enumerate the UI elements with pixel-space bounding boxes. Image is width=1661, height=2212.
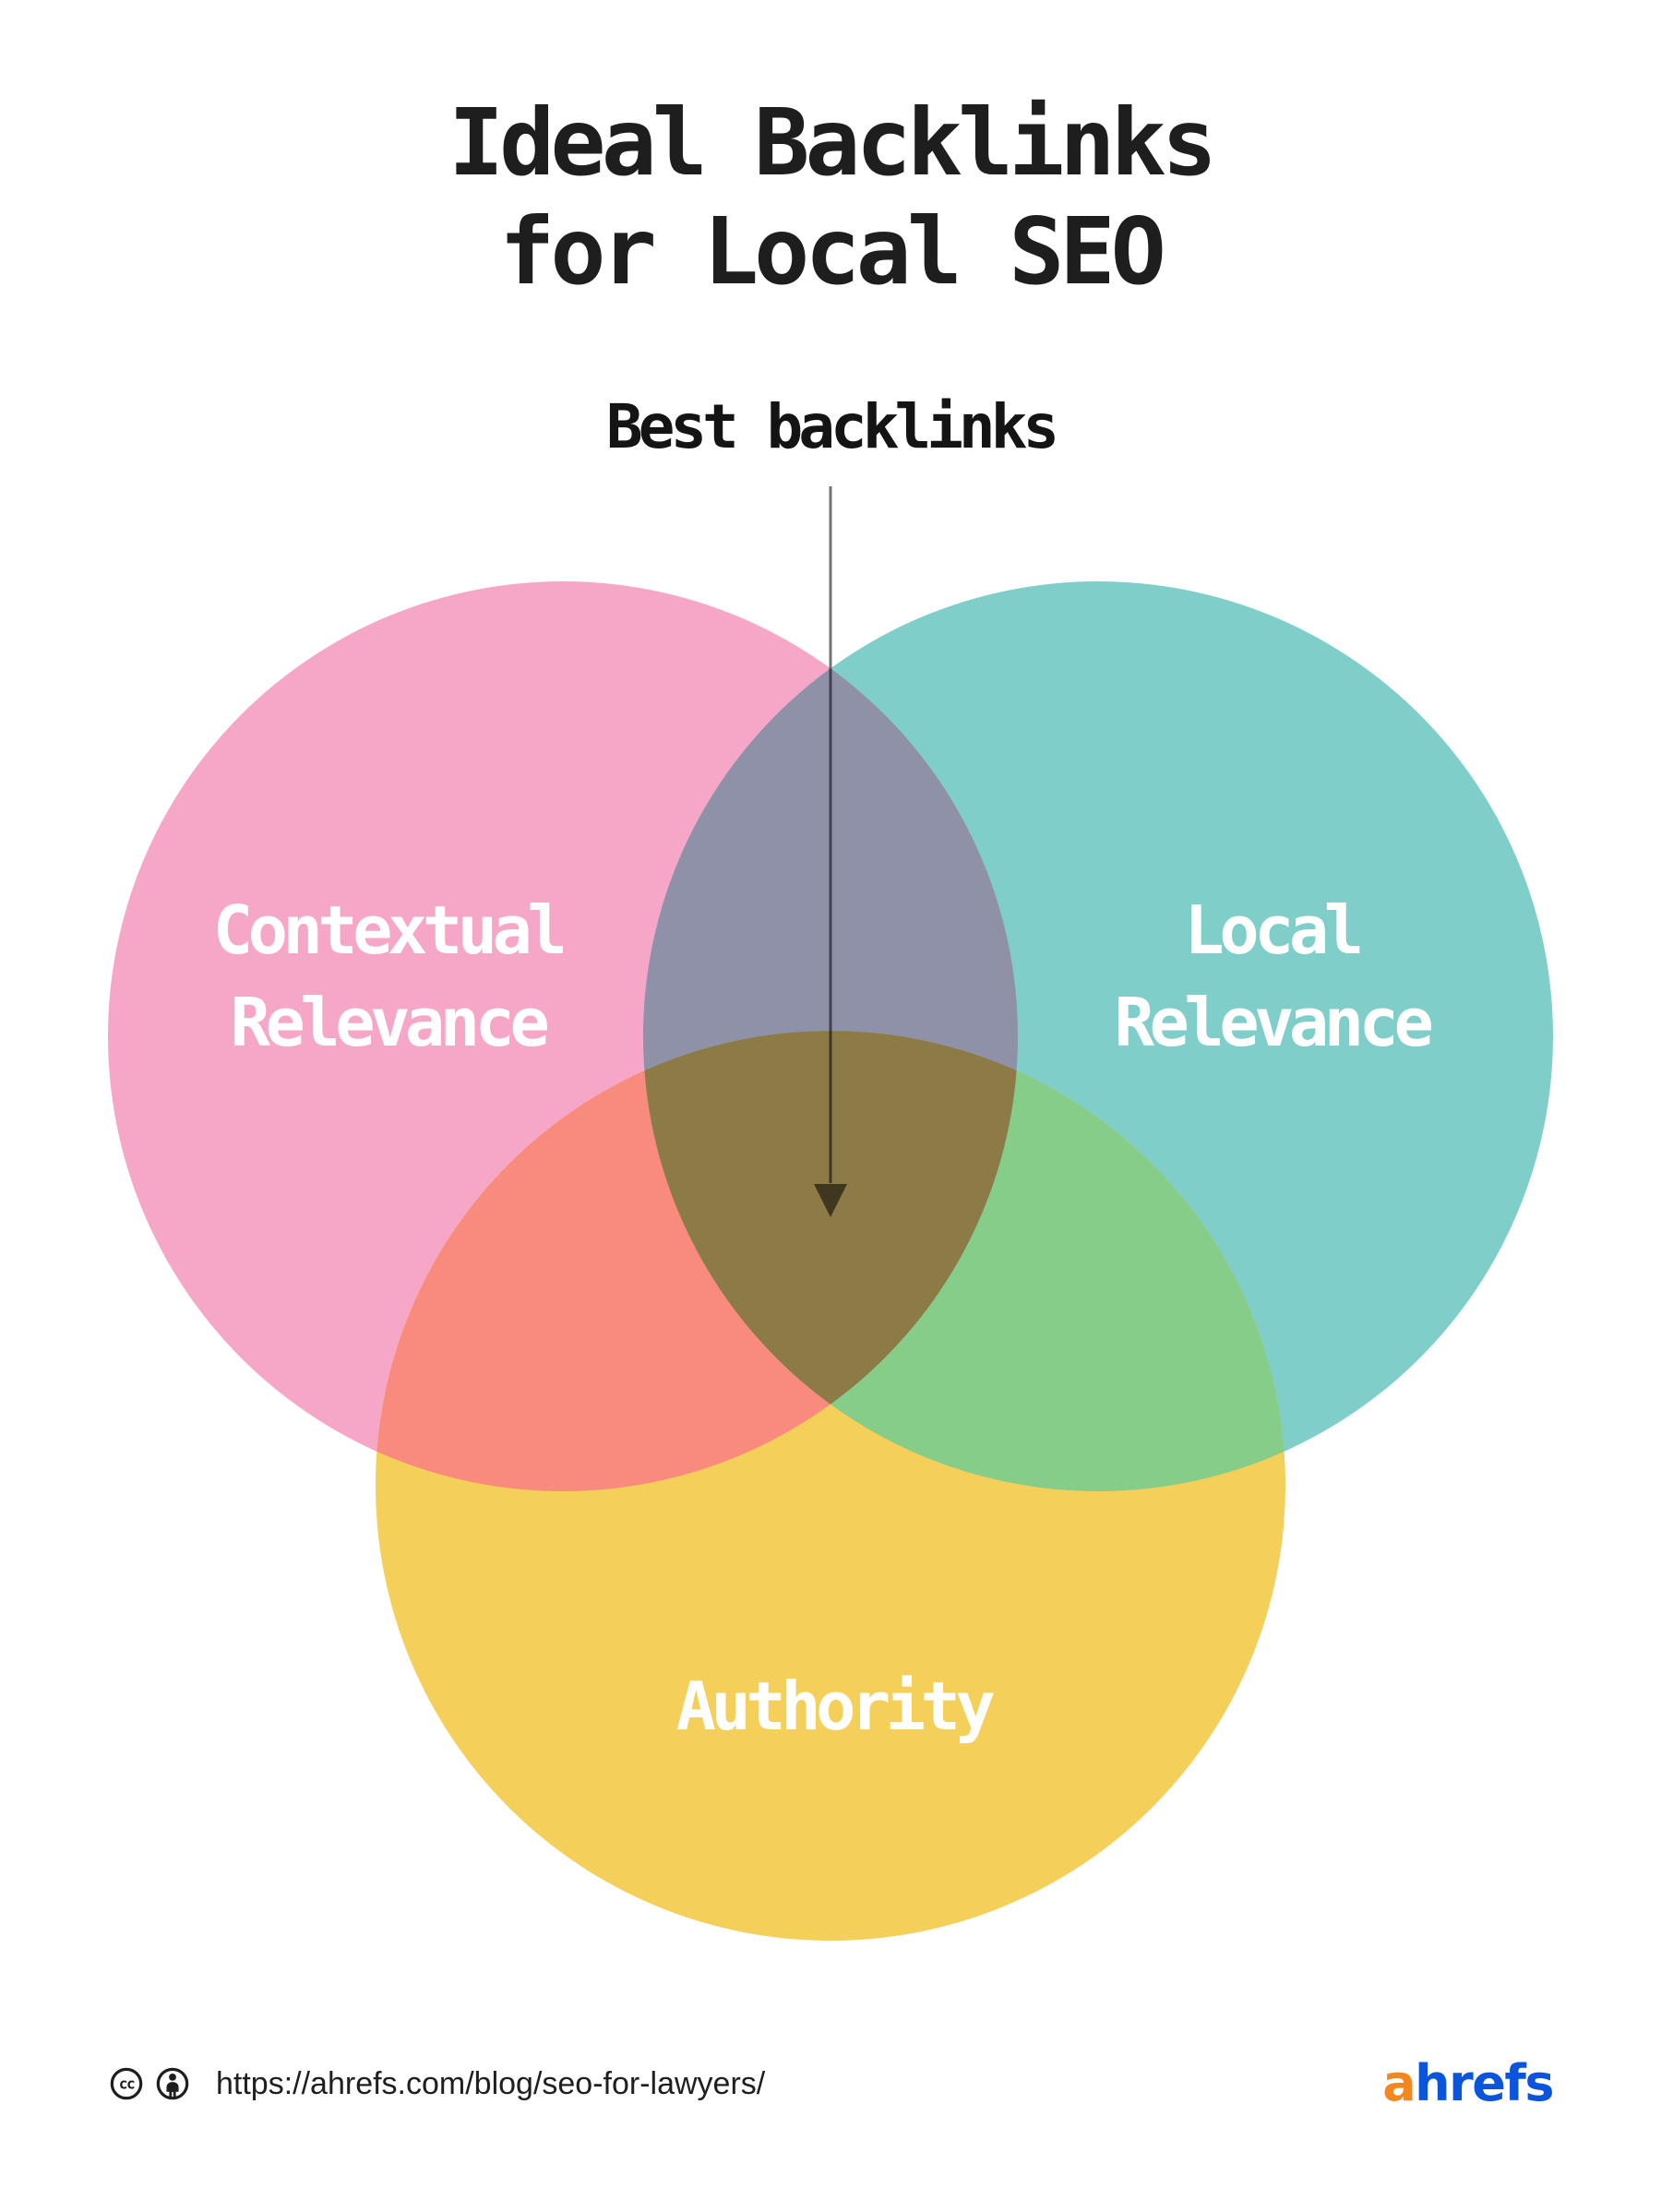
local-label-line2: Relevance	[1114, 984, 1434, 1061]
arrow-head-icon	[814, 1184, 847, 1217]
ahrefs-logo-hrefs: hrefs	[1415, 2054, 1554, 2112]
page-title-line1: Ideal Backlinks	[448, 89, 1217, 197]
authority-label: Authority	[675, 1660, 996, 1752]
contextual-relevance-label: Contextual Relevance	[212, 884, 568, 1069]
annotation-label: Best backlinks	[605, 391, 1059, 462]
source-url: https://ahrefs.com/blog/seo-for-lawyers/	[216, 2065, 766, 2101]
cc-icon: cc	[110, 2067, 143, 2100]
svg-text:cc: cc	[119, 2075, 135, 2093]
best-backlinks-arrow	[814, 486, 847, 1217]
ahrefs-logo: ahrefs	[1382, 2059, 1554, 2109]
footer: cc https://ahrefs.com/blog/seo-for-lawye…	[109, 2052, 1554, 2115]
contextual-label-line1: Contextual	[212, 891, 568, 969]
authority-label-line1: Authority	[675, 1668, 996, 1745]
contextual-label-line2: Relevance	[230, 984, 550, 1061]
local-label-line1: Local	[1184, 891, 1364, 969]
local-relevance-label: Local Relevance	[1114, 884, 1434, 1069]
ahrefs-logo-a: a	[1382, 2054, 1416, 2112]
license-icons: cc	[109, 2066, 190, 2101]
page-title: Ideal Backlinks for Local SEO	[0, 89, 1661, 306]
page-title-line2: for Local SEO	[499, 197, 1166, 305]
attribution-icon	[156, 2067, 189, 2100]
